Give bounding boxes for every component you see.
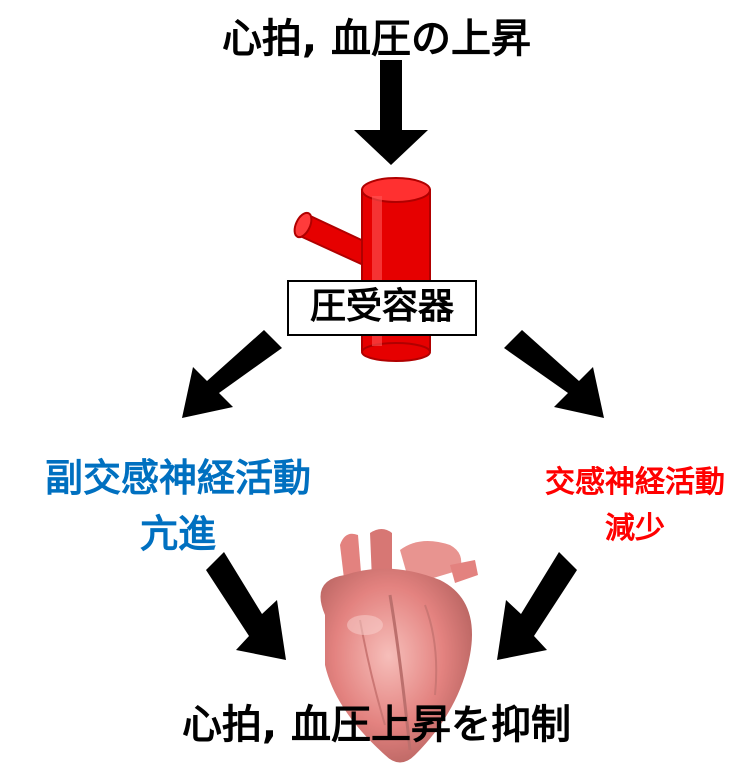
parasympathetic-label: 副交感神経活動 亢進 (8, 450, 348, 562)
top-label: 心拍, 血圧の上昇 (221, 16, 532, 62)
arrow-down-icon (354, 60, 428, 165)
baroreceptor-label: 圧受容器 (309, 286, 454, 327)
heart-icon (300, 525, 495, 770)
arrow-right-lower-icon (497, 552, 577, 660)
sympathetic-line2: 減少 (605, 511, 665, 546)
arrow-right-down-icon (504, 330, 604, 418)
parasympathetic-line1: 副交感神経活動 (44, 456, 311, 500)
sympathetic-label: 交感神経活動 減少 (520, 460, 750, 552)
bottom-label: 心拍, 血圧上昇を抑制 (181, 702, 572, 748)
arrow-left-lower-icon (206, 552, 286, 660)
arrow-left-down-icon (182, 330, 282, 418)
baroreceptor-box: 圧受容器 (287, 280, 477, 336)
sympathetic-line1: 交感神経活動 (545, 465, 725, 500)
parasympathetic-line2: 亢進 (139, 512, 216, 556)
